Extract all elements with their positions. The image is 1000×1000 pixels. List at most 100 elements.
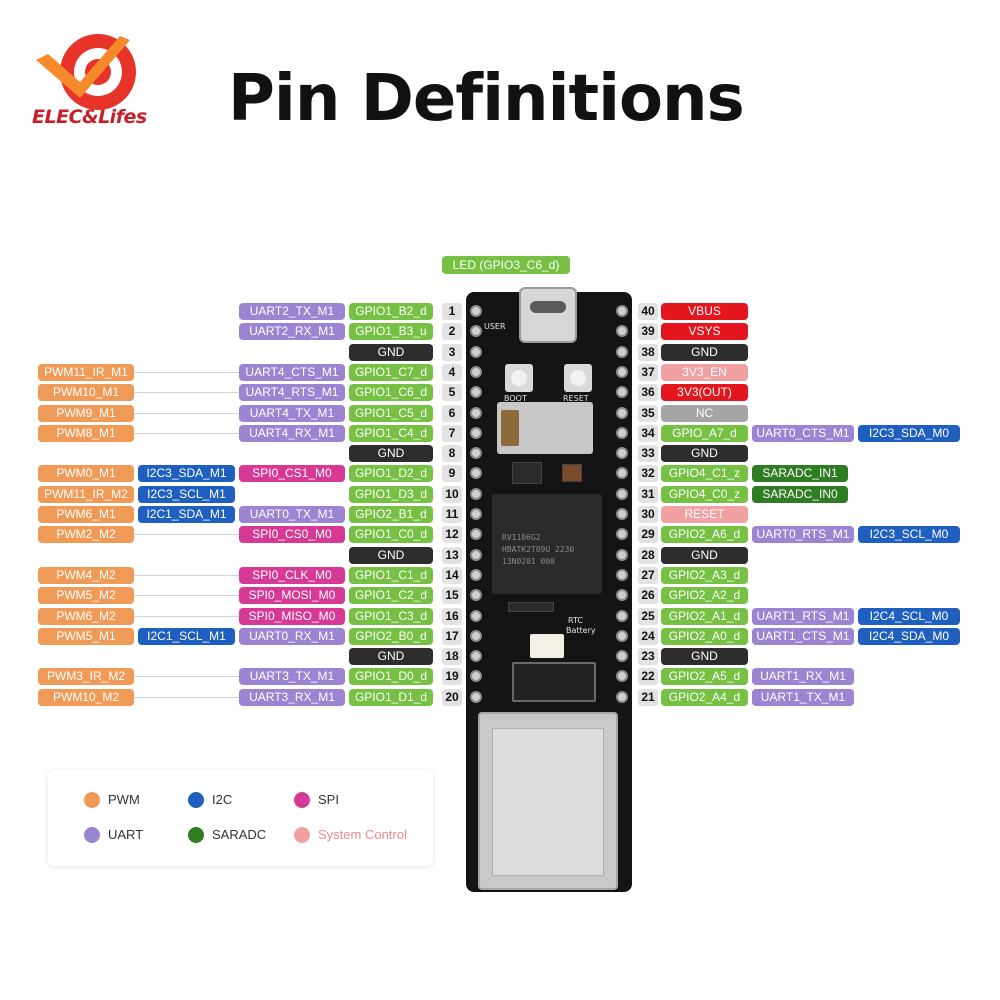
gnd-label: GND (661, 445, 748, 462)
uart-label: UART1_TX_M1 (752, 689, 854, 706)
pwm-label: PWM11_IR_M2 (38, 486, 134, 503)
gnd-label: GND (349, 648, 433, 665)
uart-label: UART4_CTS_M1 (239, 364, 345, 381)
pwm-label: PWM6_M1 (38, 506, 134, 523)
pwm-label: PWM0_M1 (38, 465, 134, 482)
gpio-label: GPIO1_D3_d (349, 486, 433, 503)
pin-number: 34 (638, 425, 658, 442)
gpio-label: GPIO2_A5_d (661, 668, 748, 685)
brand-logo-icon (36, 34, 136, 110)
gpio-label: GPIO2_B1_d (349, 506, 433, 523)
spi-label: SPI0_CS0_M0 (239, 526, 345, 543)
chip-marking: RV1106G2 HBATK2T09U 2230 13N0201 000 (502, 532, 574, 568)
pin-number: 21 (638, 689, 658, 706)
pin-number: 1 (442, 303, 462, 320)
i2c-label: I2C3_SCL_M0 (858, 526, 960, 543)
uart-label: UART4_TX_M1 (239, 405, 345, 422)
pin-number: 5 (442, 384, 462, 401)
pin-number: 11 (442, 506, 462, 523)
gpio-label: GPIO1_D0_d (349, 668, 433, 685)
pwm-label: PWM9_M1 (38, 405, 134, 422)
pin-pad-right (616, 650, 628, 662)
pin-number: 40 (638, 303, 658, 320)
pin-pad-left (470, 467, 482, 479)
legend-saradc-label: SARADC (212, 827, 267, 842)
pin-pad-left (470, 630, 482, 642)
uart-label: UART3_TX_M1 (239, 668, 345, 685)
pin-number: 18 (442, 648, 462, 665)
gpio-label: GPIO2_A1_d (661, 608, 748, 625)
pin-pad-right (616, 407, 628, 419)
leader-line (134, 697, 239, 698)
pwm-label: PWM5_M2 (38, 587, 134, 604)
reset-button (564, 364, 592, 392)
chip-line-3: 13N0201 000 (502, 557, 555, 566)
gpio-label: GPIO2_A2_d (661, 587, 748, 604)
spi-label: SPI0_MOSI_M0 (239, 587, 345, 604)
leader-line (134, 616, 239, 617)
legend-spi-swatch (294, 792, 310, 808)
pin-pad-right (616, 488, 628, 500)
legend-i2c-label: I2C (212, 792, 233, 807)
pin-pad-left (470, 508, 482, 520)
uart-label: UART0_CTS_M1 (752, 425, 854, 442)
boot-silk-label: BOOT (504, 394, 527, 403)
pwm-label: PWM4_M2 (38, 567, 134, 584)
legend-pwm-swatch (84, 792, 100, 808)
pwm-label: PWM6_M2 (38, 608, 134, 625)
pin-number: 38 (638, 344, 658, 361)
gpio-label: GPIO4_C1_z (661, 465, 748, 482)
gpio-label: GPIO1_C2_d (349, 587, 433, 604)
flash-chip (512, 462, 542, 484)
pin-number: 17 (442, 628, 462, 645)
spi-label: SPI0_MISO_M0 (239, 608, 345, 625)
pin-pad-left (470, 447, 482, 459)
gpio-label: GPIO4_C0_z (661, 486, 748, 503)
pin-number: 24 (638, 628, 658, 645)
pin-pad-right (616, 427, 628, 439)
leader-line (134, 372, 239, 373)
pwm-label: PWM11_IR_M1 (38, 364, 134, 381)
pin-number: 22 (638, 668, 658, 685)
saradc-label: SARADC_IN0 (752, 486, 848, 503)
pin-number: 25 (638, 608, 658, 625)
legend-saradc-swatch (188, 827, 204, 843)
brand-name: ELEC&Lifes (32, 106, 147, 128)
leader-line (134, 595, 239, 596)
uart-label: UART0_RX_M1 (239, 628, 345, 645)
pin-pad-left (470, 691, 482, 703)
pin-number: 31 (638, 486, 658, 503)
sys-label: RESET (661, 506, 748, 523)
pin-pad-left (470, 610, 482, 622)
pin-number: 9 (442, 465, 462, 482)
pin-number: 2 (442, 323, 462, 340)
gpio-label: GPIO1_C4_d (349, 425, 433, 442)
pin-number: 16 (442, 608, 462, 625)
reset-silk-label: RESET (563, 394, 589, 403)
pwr-label: 3V3(OUT) (661, 384, 748, 401)
uart-label: UART0_RTS_M1 (752, 526, 854, 543)
pin-pad-left (470, 386, 482, 398)
pin-pad-right (616, 325, 628, 337)
pin-number: 33 (638, 445, 658, 462)
pin-pad-right (616, 569, 628, 581)
pin-pad-right (616, 589, 628, 601)
pin-number: 26 (638, 587, 658, 604)
pin-number: 39 (638, 323, 658, 340)
pin-pad-right (616, 508, 628, 520)
usb-c-connector (519, 287, 577, 343)
legend-uart-label: UART (108, 827, 144, 842)
pin-number: 36 (638, 384, 658, 401)
leader-line (134, 534, 239, 535)
legend: PWM I2C SPI UART SARADC System Control (48, 770, 433, 866)
pin-pad-right (616, 467, 628, 479)
gpio-label: GPIO1_C3_d (349, 608, 433, 625)
led-label: LED (GPIO3_C6_d) (442, 256, 570, 274)
spi-label: SPI0_CLK_M0 (239, 567, 345, 584)
gpio-label: GPIO2_A4_d (661, 689, 748, 706)
pin-pad-right (616, 305, 628, 317)
spi-label: SPI0_CS1_M0 (239, 465, 345, 482)
user-silk-label: USER (484, 322, 506, 331)
pwm-label: PWM10_M1 (38, 384, 134, 401)
gpio-label: GPIO1_B2_d (349, 303, 433, 320)
